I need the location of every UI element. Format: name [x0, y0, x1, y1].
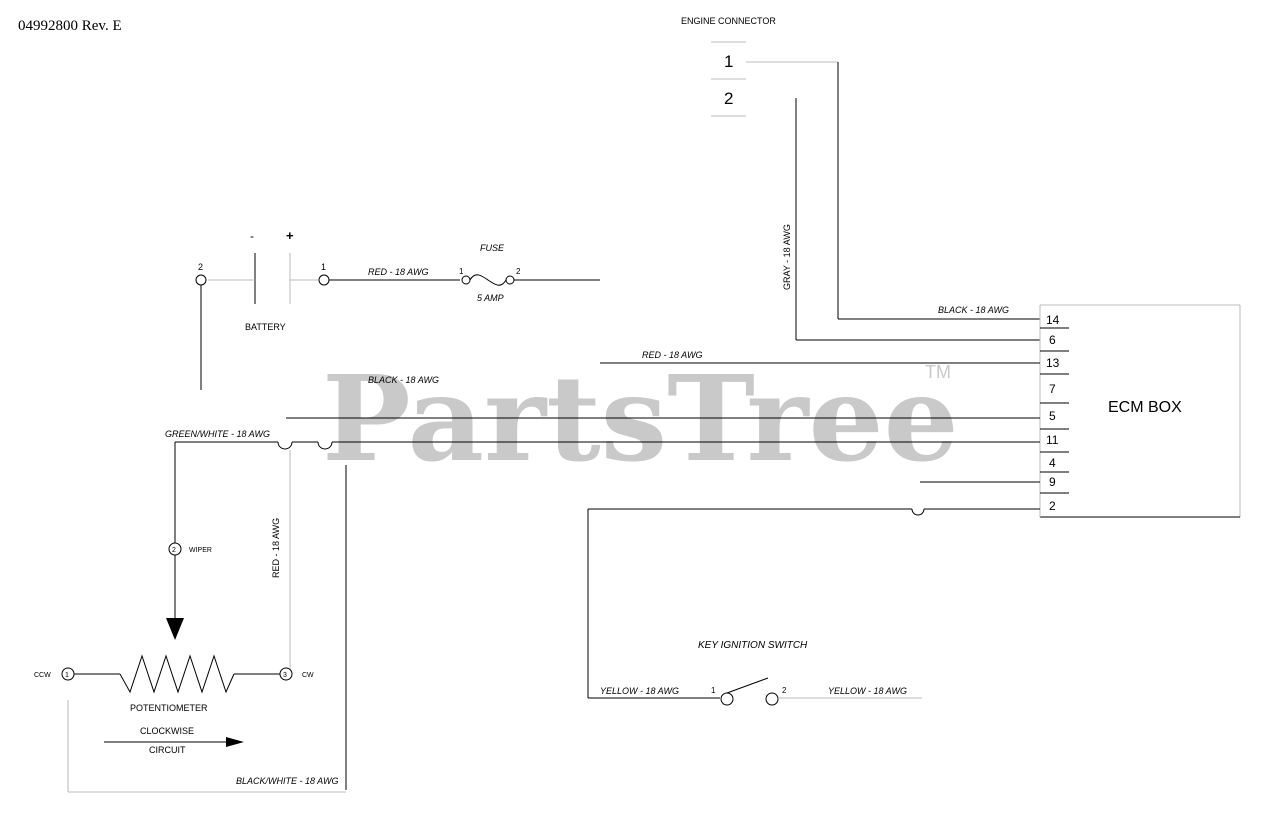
wire-label-red-battery: RED - 18 AWG	[368, 267, 429, 277]
engine-connector-pin-2: 2	[724, 89, 733, 108]
wiper-arrow-icon	[166, 618, 184, 640]
key-switch-terminal-2-label: 2	[782, 686, 787, 695]
ecm-pin-5: 5	[1049, 409, 1056, 423]
key-switch-terminal-1-label: 1	[711, 686, 716, 695]
part-number: 04992800 Rev. E	[18, 18, 122, 34]
ecm-pin-14: 14	[1046, 313, 1060, 327]
potentiometer: CCW 1 3 CW POTENTIOMETER CLOCKWISE CIRCU…	[34, 654, 314, 755]
wire-label-yellow-right: YELLOW - 18 AWG	[828, 686, 907, 696]
direction-label-top: CLOCKWISE	[140, 726, 194, 736]
key-switch-terminal-1	[720, 692, 734, 706]
engine-connector-title: ENGINE CONNECTOR	[681, 16, 776, 26]
wire-label-yellow-left: YELLOW - 18 AWG	[600, 686, 679, 696]
battery-terminal-2	[195, 274, 207, 286]
ecm-pin-11: 11	[1046, 433, 1059, 447]
wire-label-black-mid: BLACK - 18 AWG	[368, 375, 439, 385]
ecm-pin-7: 7	[1049, 382, 1056, 396]
ecm-pin-4: 4	[1049, 456, 1056, 470]
potentiometer-label: POTENTIOMETER	[130, 703, 208, 713]
battery-terminal-1	[318, 274, 330, 286]
wire-label-red-ecm: RED - 18 AWG	[642, 350, 703, 360]
fuse-rating: 5 AMP	[477, 293, 504, 303]
potentiometer-terminal-1-label: 1	[65, 672, 69, 679]
potentiometer-wiper-label: WIPER	[189, 547, 212, 554]
fuse: FUSE 1 2 5 AMP	[459, 243, 521, 303]
ecm-pin-2: 2	[1049, 499, 1056, 513]
battery: - + 2 1 BATTERY	[195, 228, 330, 332]
battery-plus: +	[286, 228, 294, 243]
ecm-box: ECM BOX 14 6 13 7 5 11 4 9 2	[1039, 304, 1241, 518]
battery-minus: -	[250, 229, 254, 243]
fuse-terminal-1: 1	[459, 267, 464, 276]
key-switch-label: KEY IGNITION SWITCH	[698, 640, 808, 651]
wire-label-green-white: GREEN/WHITE - 18 AWG	[165, 429, 270, 439]
potentiometer-terminal-3-label: 3	[283, 672, 287, 679]
potentiometer-ccw-label: CCW	[34, 672, 51, 679]
direction-arrow-icon	[226, 737, 244, 747]
fuse-terminal-2: 2	[516, 267, 521, 276]
engine-connector-pin-1: 1	[724, 52, 733, 71]
battery-terminal-2-label: 2	[198, 262, 203, 272]
ecm-pin-9: 9	[1049, 475, 1056, 489]
direction-label-bottom: CIRCUIT	[149, 745, 186, 755]
wire-label-gray: GRAY - 18 AWG	[782, 224, 792, 290]
engine-connector: 1 2	[711, 41, 838, 117]
ecm-pin-6: 6	[1049, 333, 1056, 347]
key-ignition-switch: KEY IGNITION SWITCH 1 2	[698, 640, 808, 706]
potentiometer-terminal-3	[279, 667, 293, 681]
fuse-label: FUSE	[480, 243, 505, 253]
battery-label: BATTERY	[245, 322, 286, 332]
potentiometer-cw-label: CW	[302, 672, 314, 679]
key-switch-terminal-2	[765, 692, 779, 706]
ecm-pin-13: 13	[1046, 356, 1060, 370]
potentiometer-wiper-term-label: 2	[172, 547, 176, 554]
battery-terminal-1-label: 1	[321, 262, 326, 272]
wire-label-black-top: BLACK - 18 AWG	[938, 305, 1009, 315]
wire-label-red-vertical: RED - 18 AWG	[271, 518, 281, 578]
wire-label-black-white: BLACK/WHITE - 18 AWG	[236, 776, 339, 786]
ecm-box-label: ECM BOX	[1108, 399, 1182, 416]
watermark-trademark: TM	[925, 362, 951, 382]
